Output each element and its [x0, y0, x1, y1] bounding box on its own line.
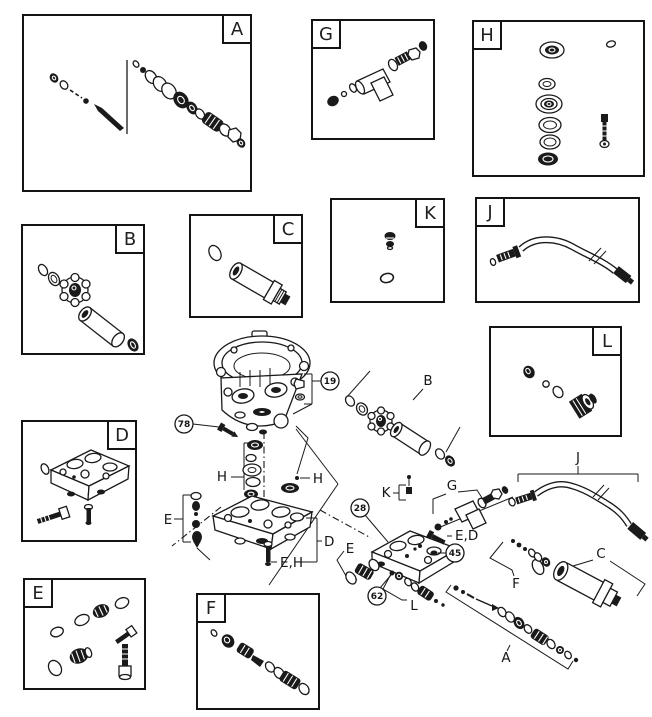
assembly-a-kit: A — [445, 584, 579, 670]
assembly-e-left-stack: E — [164, 491, 211, 561]
ref-a: A — [501, 650, 511, 666]
kit-A-parts-art — [49, 60, 246, 148]
kit-box-L-label: L — [592, 326, 622, 356]
kit-box-G-label: G — [311, 19, 341, 49]
kit-box-F-label: F — [196, 593, 226, 623]
kit-G-parts-art — [327, 41, 428, 107]
kit-box-A: A — [22, 14, 252, 192]
ref-f: F — [512, 576, 520, 592]
assembly-h-seal-stack: H H — [217, 425, 323, 499]
kit-D-parts-art — [36, 449, 131, 525]
kit-box-E-label: E — [23, 578, 53, 608]
kit-box-C: C — [189, 214, 303, 318]
ref-b: B — [423, 373, 432, 389]
kit-box-C-label: C — [273, 214, 303, 244]
kit-E-parts-art — [47, 596, 138, 681]
callout-62: 62 — [367, 570, 395, 606]
assembly-ed-ref: E,D — [413, 528, 478, 551]
ref-l: L — [410, 598, 418, 614]
callout-28: 28 — [350, 498, 389, 543]
assembly-k-ref: K — [382, 475, 412, 501]
kit-L-parts-art — [523, 365, 597, 419]
ref-e-mid: E — [346, 541, 355, 557]
callout-45-number: 45 — [449, 549, 462, 559]
ref-g: G — [447, 478, 457, 494]
kit-box-B-label: B — [115, 224, 145, 254]
lower-manifold — [370, 530, 460, 585]
ref-e-left: E — [164, 512, 173, 528]
kit-box-F: F — [196, 593, 320, 710]
kit-box-K: K — [330, 198, 445, 303]
kit-J-parts-art — [489, 236, 635, 285]
pump-bell-housing — [213, 330, 311, 435]
assembly-eh-label: E,H — [271, 555, 303, 571]
kit-box-H-label: H — [472, 20, 502, 50]
kit-B-parts-art — [37, 263, 139, 352]
callout-45: 45 — [430, 543, 465, 563]
kit-box-A-label: A — [222, 14, 252, 44]
kit-box-L: L — [489, 326, 622, 437]
kit-K-parts-art — [379, 232, 396, 284]
ref-h-left: H — [217, 469, 227, 485]
kit-F-parts-art — [210, 629, 310, 696]
kit-box-G: G — [311, 19, 435, 140]
assembly-f-kit: F — [489, 539, 551, 592]
kit-C-parts-art — [208, 244, 291, 306]
callout-19: 19 — [292, 371, 340, 415]
callout-62-number: 62 — [371, 592, 384, 602]
assembly-d-bracket: D — [298, 517, 334, 563]
ref-c: C — [596, 546, 605, 562]
assembly-b-kit-row: B — [344, 370, 461, 467]
ref-ed: E,D — [455, 528, 478, 544]
assembly-l-kit: L — [382, 571, 445, 614]
callout-78-number: 78 — [178, 420, 191, 430]
ref-h-right: H — [313, 471, 323, 487]
ref-eh: E,H — [280, 555, 303, 571]
assembly-j-hose: J — [508, 450, 649, 542]
assembly-e-mid: E — [336, 541, 380, 585]
ref-j: J — [575, 450, 580, 466]
ref-d: D — [324, 534, 334, 550]
kit-box-H: H — [472, 20, 645, 177]
kit-box-D: D — [21, 420, 137, 542]
callout-78: 78 — [174, 414, 239, 437]
callout-28-number: 28 — [354, 504, 367, 514]
kit-H-parts-art — [535, 40, 617, 166]
assembly-g-kit: G — [432, 478, 509, 531]
kit-box-B: B — [21, 224, 145, 355]
kit-box-D-label: D — [107, 420, 137, 450]
kit-box-K-label: K — [415, 198, 445, 228]
kit-box-J-label: J — [475, 197, 505, 227]
ref-k: K — [382, 485, 392, 501]
upper-manifold — [211, 483, 314, 566]
assembly-c-cylinder: C — [531, 546, 646, 608]
kit-box-E: E — [23, 578, 146, 690]
kit-box-J: J — [475, 197, 640, 303]
callout-19-number: 19 — [324, 377, 337, 387]
